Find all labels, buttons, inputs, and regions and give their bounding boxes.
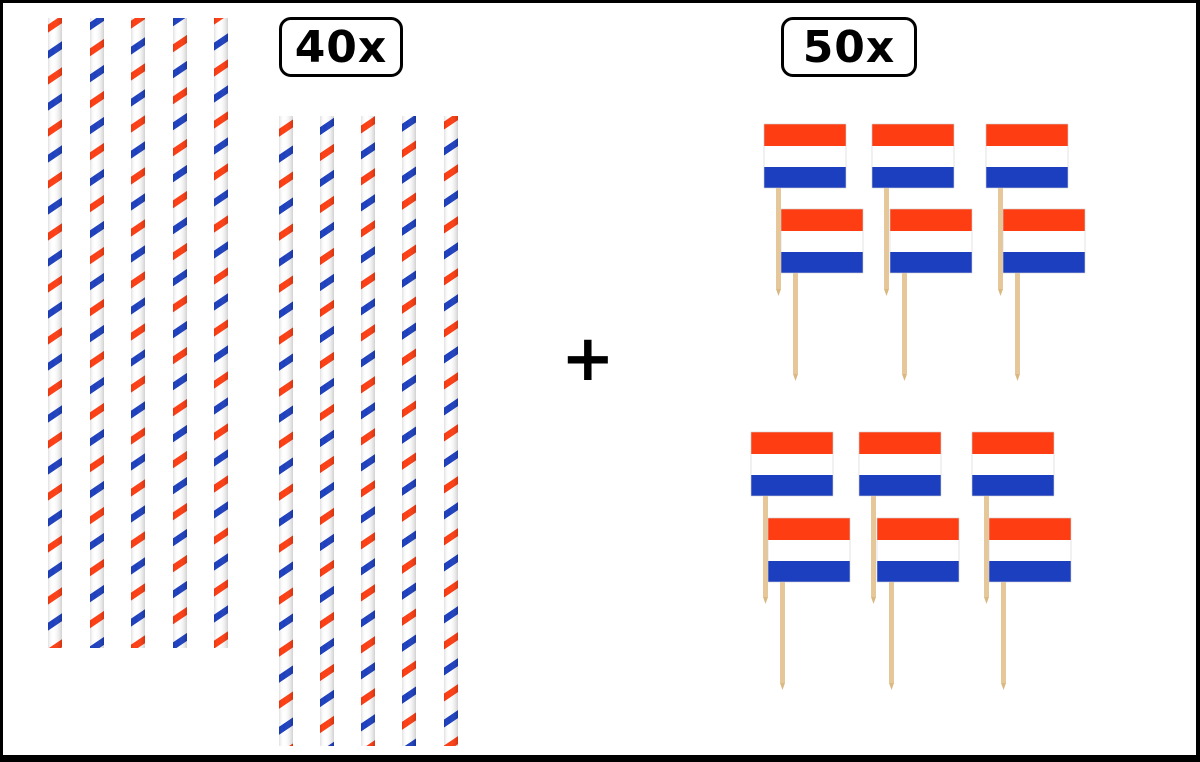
- flag-icon: [780, 208, 864, 382]
- flags-quantity-badge: 50x: [781, 17, 917, 77]
- straw-icon: [173, 18, 187, 648]
- flag-icon: [876, 517, 960, 691]
- flag-icon: [767, 517, 851, 691]
- plus-sign: +: [561, 322, 615, 396]
- flag-icon: [1002, 208, 1086, 382]
- straw-icon: [361, 116, 375, 746]
- straw-icon: [48, 18, 62, 648]
- straw-icon: [214, 18, 228, 648]
- flag-icon: [889, 208, 973, 382]
- product-illustration: [48, 18, 1086, 746]
- straw-icon: [131, 18, 145, 648]
- straw-icon: [320, 116, 334, 746]
- straw-icon: [444, 116, 458, 746]
- straws-quantity-badge: 40x: [279, 17, 403, 77]
- flag-icon: [988, 517, 1072, 691]
- straw-icon: [90, 18, 104, 648]
- straw-icon: [279, 116, 293, 746]
- straw-icon: [402, 116, 416, 746]
- flags-upper-group: [763, 123, 1086, 382]
- straws-front-row: [279, 116, 458, 746]
- flags-lower-group: [750, 431, 1072, 691]
- straws-back-row: [48, 18, 228, 648]
